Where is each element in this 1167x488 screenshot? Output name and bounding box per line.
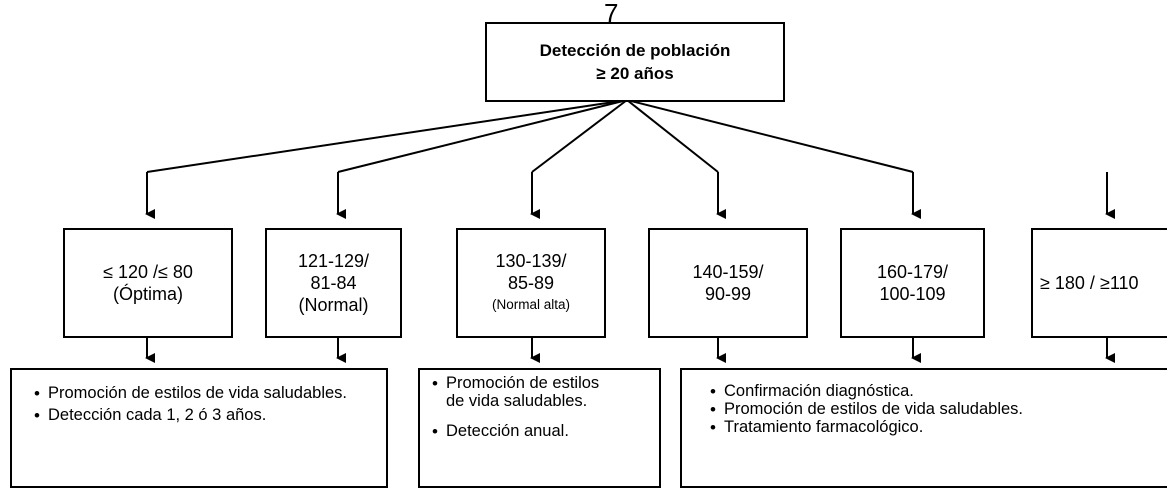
page-number: 7 [604,0,619,28]
list-item: Promoción de estilos de vida saludables. [432,374,606,410]
category-optimal-label: (Óptima) [112,284,183,304]
root-node-population: Detección de población ≥ 20 años [485,22,785,102]
branch-line-1 [146,99,628,173]
list-item: Confirmación diagnóstica. [710,382,1167,401]
le-symbol: ≤ [103,262,113,282]
category-stage-2-diastolic: 100-109 [879,284,946,304]
category-stage-3: ≥ 180 / ≥110 [1031,228,1167,338]
category-normal-high-label: (Normal alta) [491,297,570,312]
category-normal-systolic: 121-129/ [297,251,370,271]
ge-symbol: ≥ [1040,273,1050,293]
list-item: Promoción de estilos de vida saludables. [34,384,376,403]
category-stage-2-systolic: 160-179/ [876,262,949,282]
category-normal-diastolic: 81-84 [310,273,357,293]
recommendation-list-2: Promoción de estilos de vida saludables.… [432,374,651,441]
list-item: Promoción de estilos de vida saludables. [710,400,1167,419]
recommendation-box-1: Promoción de estilos de vida saludables.… [10,368,388,488]
category-normal: 121-129/ 81-84 (Normal) [265,228,402,338]
list-item: Detección cada 1, 2 ó 3 años. [34,406,376,425]
branch-line-3 [531,99,628,173]
ge-symbol: ≥ [596,64,606,83]
root-line-1: Detección de población [539,41,731,60]
le-symbol: ≤ [158,262,168,282]
category-normal-high-systolic: 130-139/ [495,251,567,271]
recommendation-box-2: Promoción de estilos de vida saludables.… [418,368,661,488]
recommendation-list-3: Confirmación diagnóstica. Promoción de e… [710,382,1167,437]
list-item: Detección anual. [432,422,651,441]
category-stage-1: 140-159/ 90-99 [648,228,808,338]
category-normal-high: 130-139/ 85-89 (Normal alta) [456,228,606,338]
ge-symbol: ≥ [1099,273,1110,293]
range-systolic: 120 / [112,262,158,282]
category-stage-1-diastolic: 90-99 [704,284,752,304]
range-diastolic: 80 [167,262,193,282]
category-stage-3-range: ≥ 180 / ≥110 [1040,272,1139,294]
recommendation-box-3: Confirmación diagnóstica. Promoción de e… [680,368,1167,488]
recommendation-list-1: Promoción de estilos de vida saludables.… [34,384,376,425]
range-diastolic: 110 [1109,273,1139,293]
category-stage-1-systolic: 140-159/ [692,262,764,282]
category-optimal: ≤ 120 /≤ 80 (Óptima) [63,228,233,338]
list-item: Tratamiento farmacológico. [710,418,1167,437]
branch-line-4 [626,99,719,173]
category-stage-2: 160-179/ 100-109 [840,228,985,338]
branch-line-5 [626,99,914,173]
branch-line-2 [337,99,628,173]
root-line-2: ≥ 20 años [596,62,673,85]
category-optimal-range: ≤ 120 /≤ 80 [103,261,193,283]
category-normal-high-diastolic: 85-89 [507,273,555,293]
root-line-2-rest: 20 años [605,64,674,83]
category-normal-label: (Normal) [298,295,369,315]
range-systolic: 180 / [1049,273,1100,293]
